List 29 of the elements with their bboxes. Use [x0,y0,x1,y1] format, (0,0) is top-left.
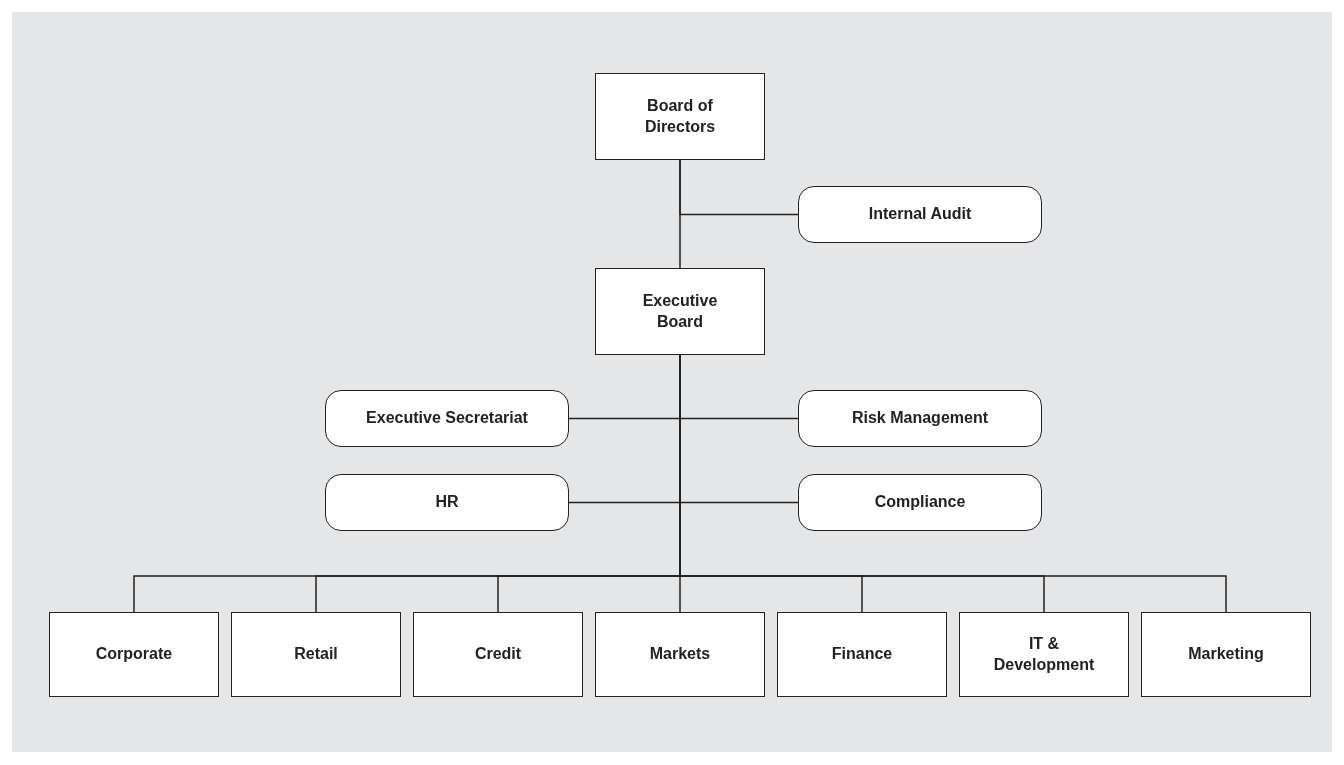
unit-box [959,612,1129,697]
unit-name: Compliance [874,492,966,513]
unit-name: Retail [294,644,338,665]
staff-unit-box [798,390,1042,447]
unit-box [1141,612,1311,697]
unit-name: Internal Audit [868,204,972,225]
unit-name: Board of Directors [643,95,717,137]
unit-name: Executive Board [641,290,719,332]
unit-name: IT & Development [992,633,1096,675]
unit-name: Markets [649,644,711,665]
unit-box [231,612,401,697]
unit-name: Corporate [95,644,173,665]
unit-name: Executive Secretariat [366,408,528,429]
unit-box [777,612,947,697]
unit-box [595,73,765,160]
unit-name: Marketing [1188,644,1264,665]
unit-name: Finance [831,644,893,665]
staff-unit-box [798,186,1042,243]
unit-name: HR [435,492,459,513]
staff-unit-box [325,390,569,447]
unit-name: Credit [474,644,522,665]
staff-unit-box [325,474,569,531]
unit-name: Risk Management [851,408,988,429]
unit-box [413,612,583,697]
unit-box [49,612,219,697]
staff-unit-box [798,474,1042,531]
connector-line [679,159,681,269]
unit-box [595,268,765,355]
unit-box [595,612,765,697]
